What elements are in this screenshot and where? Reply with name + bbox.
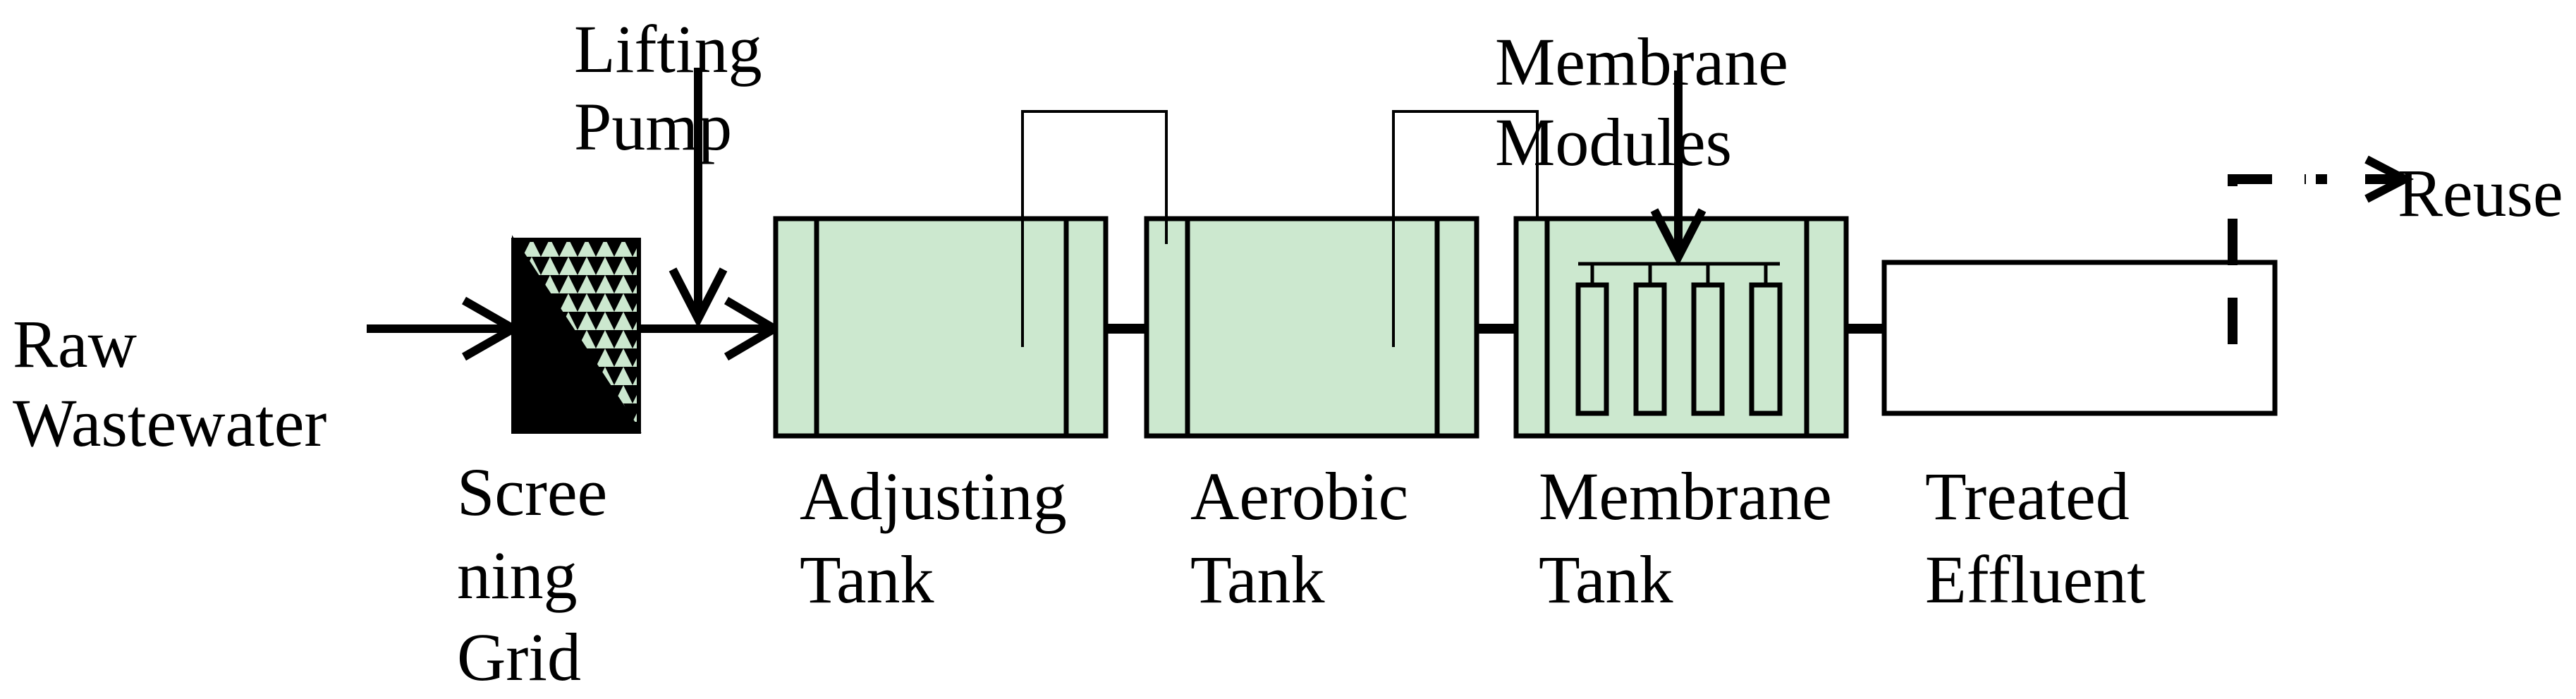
treated-effluent-tank [1881, 260, 2278, 416]
treated-effluent-label-line2: Effluent [1925, 542, 2146, 617]
adjusting-tank-label: Adjusting Tank [800, 458, 1067, 617]
membrane-tank-label: Membrane Tank [1539, 458, 1832, 617]
membrane-modules [1575, 262, 1783, 416]
inlet-arrow [367, 296, 523, 361]
adjusting-tank-label-line2: Tank [800, 542, 934, 617]
treated-effluent-label: Treated Effluent [1925, 458, 2146, 617]
membrane-tank-label-line1: Membrane [1539, 458, 1832, 534]
raw-wastewater-label-line1: Raw [13, 306, 137, 382]
screening-grid [511, 235, 642, 434]
screening-grid-label: Scree ning Grid [457, 454, 607, 695]
adjusting-overflow-pipe [1021, 110, 1168, 347]
membrane-modules-label-line2: Modules [1495, 104, 1732, 180]
screening-grid-label-line1: Scree [457, 454, 607, 530]
reuse-label: Reuse [2398, 155, 2563, 231]
treated-effluent-label-line1: Treated [1925, 458, 2130, 534]
aerobic-tank-label: Aerobic Tank [1190, 458, 1408, 617]
membrane-tank-label-line2: Tank [1539, 542, 1673, 617]
adjusting-tank [773, 216, 1109, 439]
screening-grid-label-line3: Grid [457, 619, 581, 695]
aerobic-tank-label-line2: Tank [1190, 542, 1325, 617]
membrane-modules-label-line1: Membrane [1495, 24, 1788, 99]
membrane-modules-label: Membrane Modules [1495, 24, 1788, 180]
aerobic-tank [1144, 216, 1479, 439]
aerobic-tank-label-line1: Aerobic [1190, 458, 1408, 534]
adjusting-tank-label-line1: Adjusting [800, 458, 1067, 534]
lifting-pump-label-line1: Lifting [574, 11, 762, 87]
membrane-modules-arrow [1650, 71, 1707, 267]
reuse-outlet [2228, 155, 2415, 344]
raw-wastewater-label: Raw Wastewater [13, 306, 326, 461]
lifting-pump-label: Lifting Pump [574, 11, 762, 164]
screening-grid-label-line2: ning [457, 537, 578, 613]
lifting-pump-label-line2: Pump [574, 89, 732, 164]
raw-wastewater-label-line2: Wastewater [13, 385, 326, 461]
lifting-pump-arrow [669, 68, 728, 329]
aerobic-overflow-pipe [1392, 110, 1539, 347]
